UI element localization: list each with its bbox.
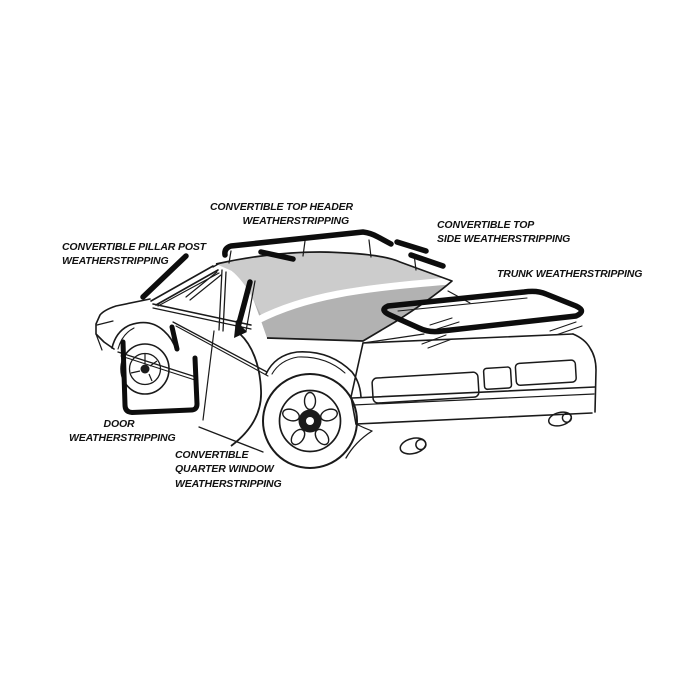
label-line: TRUNK WEATHERSTRIPPING [497,268,643,280]
label-line: CONVERTIBLE PILLAR POST [62,241,206,253]
label-door-weatherstripping: DOOR WEATHERSTRIPPING [69,418,176,445]
top-side-weatherstrip-far-dash-2 [408,252,446,269]
top-side-weatherstrip-far-dash-1 [394,239,429,254]
label-line: CONVERTIBLE TOP [437,219,535,231]
label-line: WEATHERSTRIPPING [242,214,350,227]
label-line: CONVERTIBLE TOP HEADER [210,201,353,213]
label-line: QUARTER WINDOW [175,463,274,476]
label-line: WEATHERSTRIPPING [69,431,176,444]
label-convertible-quarter-window-weatherstripping: CONVERTIBLE QUARTER WINDOW WEATHERSTRIPP… [175,448,282,491]
pointer-arrow [230,320,262,447]
trunk-weatherstrip-seal [381,288,585,335]
label-line: SIDE WEATHERSTRIPPING [437,232,571,245]
exhaust-tips [399,411,573,455]
tail-lights [371,359,577,404]
label-convertible-pillar-post-weatherstripping: CONVERTIBLE PILLAR POST WEATHERSTRIPPING [62,241,206,268]
label-convertible-top-header-weatherstripping: CONVERTIBLE TOP HEADER WEATHERSTRIPPING [210,201,353,228]
pillar-post-weatherstrip [140,253,189,300]
door-weatherstrip-channel [120,339,200,415]
top-side-weatherstrip-near-dash [258,249,296,262]
label-line: CONVERTIBLE [175,449,249,461]
label-line: DOOR [103,418,135,430]
arrowhead-icon [234,320,247,338]
door-front-weatherstrip [169,324,180,352]
rear-wheel [262,373,358,469]
label-convertible-top-side-weatherstripping: CONVERTIBLE TOP SIDE WEATHERSTRIPPING [437,219,570,246]
front-wheel [120,343,170,395]
car-body-outline [95,239,597,459]
label-line: WEATHERSTRIPPING [175,477,282,490]
label-line: WEATHERSTRIPPING [62,254,169,267]
convertible-top-header-weatherstrip [222,229,394,258]
label-trunk-weatherstripping: TRUNK WEATHERSTRIPPING [497,268,642,282]
